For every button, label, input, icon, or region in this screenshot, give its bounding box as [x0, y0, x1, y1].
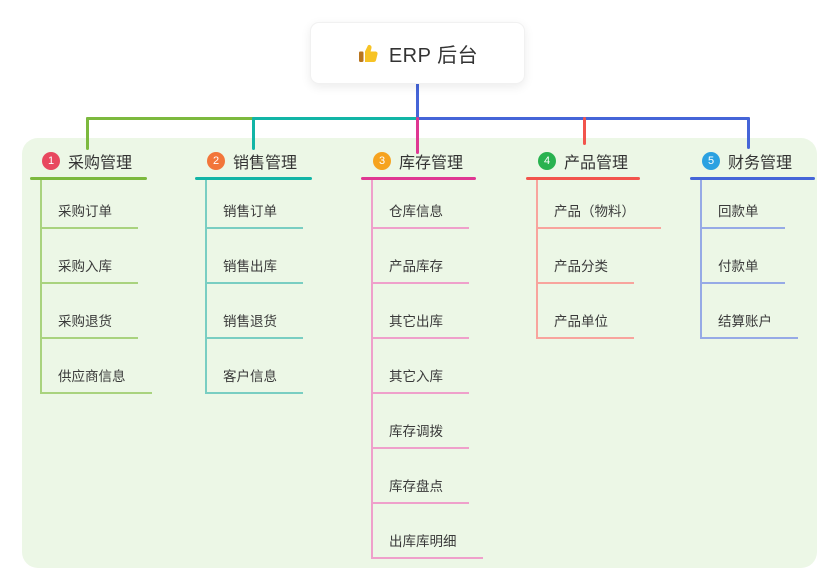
node-product-material[interactable]: 产品（物料） [538, 200, 661, 229]
branch-product-children: 产品（物料） 产品分类 产品单位 [536, 177, 661, 339]
connector-root-stub [416, 82, 419, 118]
node-stock-check[interactable]: 库存盘点 [373, 475, 469, 504]
thumbs-up-icon [357, 42, 379, 64]
list-item: 采购订单 [42, 177, 152, 229]
branch-purchase-underline [30, 177, 147, 180]
list-item: 产品（物料） [538, 177, 661, 229]
branch-sales-underline [195, 177, 312, 180]
node-product-unit[interactable]: 产品单位 [538, 310, 634, 339]
node-stock-transfer[interactable]: 库存调拨 [373, 420, 469, 449]
branch-inventory-underline [361, 177, 476, 180]
node-sales-outbound[interactable]: 销售出库 [207, 255, 303, 284]
list-item: 供应商信息 [42, 339, 152, 394]
node-other-inbound[interactable]: 其它入库 [373, 365, 469, 394]
branch-purchase-children: 采购订单 采购入库 采购退货 供应商信息 [40, 177, 152, 394]
connector-drop-purchase [86, 117, 89, 150]
node-payment-bill[interactable]: 付款单 [702, 255, 785, 284]
connector-drop-inventory [416, 117, 419, 154]
list-item: 仓库信息 [373, 177, 483, 229]
node-receipt-bill[interactable]: 回款单 [702, 200, 785, 229]
node-purchase-inbound[interactable]: 采购入库 [42, 255, 138, 284]
node-purchase-order[interactable]: 采购订单 [42, 200, 138, 229]
branch-product-underline [526, 177, 640, 180]
branch-sales-label: 销售管理 [233, 155, 298, 172]
node-settle-account[interactable]: 结算账户 [702, 310, 798, 339]
branch-sales-children: 销售订单 销售出库 销售退货 客户信息 [205, 177, 303, 394]
branches-background-panel [22, 138, 817, 568]
node-purchase-return[interactable]: 采购退货 [42, 310, 138, 339]
branch-inventory-title[interactable]: 3 库存管理 [373, 149, 463, 173]
branch-purchase-title[interactable]: 1 采购管理 [42, 149, 132, 173]
badge-4-icon: 4 [538, 152, 556, 170]
list-item: 付款单 [702, 229, 798, 284]
list-item: 销售订单 [207, 177, 303, 229]
node-supplier-info[interactable]: 供应商信息 [42, 365, 152, 394]
list-item: 客户信息 [207, 339, 303, 394]
node-customer-info[interactable]: 客户信息 [207, 365, 303, 394]
list-item: 采购退货 [42, 284, 152, 339]
connector-top-teal [252, 117, 419, 120]
branch-product-title[interactable]: 4 产品管理 [538, 149, 628, 173]
connector-drop-sales [252, 117, 255, 150]
root-node-label: ERP 后台 [388, 44, 479, 67]
node-warehouse-info[interactable]: 仓库信息 [373, 200, 469, 229]
node-product-stock[interactable]: 产品库存 [373, 255, 469, 284]
list-item: 库存调拨 [373, 394, 483, 449]
list-item: 结算账户 [702, 284, 798, 339]
connector-drop-product [583, 117, 586, 145]
branch-finance-underline [690, 177, 815, 180]
branch-sales-title[interactable]: 2 销售管理 [207, 149, 297, 173]
badge-3-icon: 3 [373, 152, 391, 170]
branch-finance-title[interactable]: 5 财务管理 [702, 149, 792, 173]
badge-1-icon: 1 [42, 152, 60, 170]
node-product-category[interactable]: 产品分类 [538, 255, 634, 284]
node-outbound-detail[interactable]: 出库库明细 [373, 530, 483, 559]
list-item: 库存盘点 [373, 449, 483, 504]
list-item: 产品库存 [373, 229, 483, 284]
list-item: 产品单位 [538, 284, 661, 339]
list-item: 产品分类 [538, 229, 661, 284]
node-sales-return[interactable]: 销售退货 [207, 310, 303, 339]
connector-drop-finance [747, 117, 750, 149]
list-item: 其它出库 [373, 284, 483, 339]
branch-product-label: 产品管理 [564, 155, 629, 172]
branch-purchase-label: 采购管理 [68, 155, 133, 172]
branch-finance-children: 回款单 付款单 结算账户 [700, 177, 798, 339]
root-node[interactable]: ERP 后台 [310, 22, 525, 84]
connector-top-green [86, 117, 255, 120]
node-other-outbound[interactable]: 其它出库 [373, 310, 469, 339]
branch-inventory-label: 库存管理 [399, 155, 464, 172]
badge-5-icon: 5 [702, 152, 720, 170]
list-item: 销售退货 [207, 284, 303, 339]
node-sales-order[interactable]: 销售订单 [207, 200, 303, 229]
badge-2-icon: 2 [207, 152, 225, 170]
list-item: 回款单 [702, 177, 798, 229]
list-item: 采购入库 [42, 229, 152, 284]
list-item: 其它入库 [373, 339, 483, 394]
list-item: 出库库明细 [373, 504, 483, 559]
branch-finance-label: 财务管理 [728, 155, 793, 172]
branch-inventory-children: 仓库信息 产品库存 其它出库 其它入库 库存调拨 库存盘点 出库库明细 [371, 177, 483, 559]
list-item: 销售出库 [207, 229, 303, 284]
